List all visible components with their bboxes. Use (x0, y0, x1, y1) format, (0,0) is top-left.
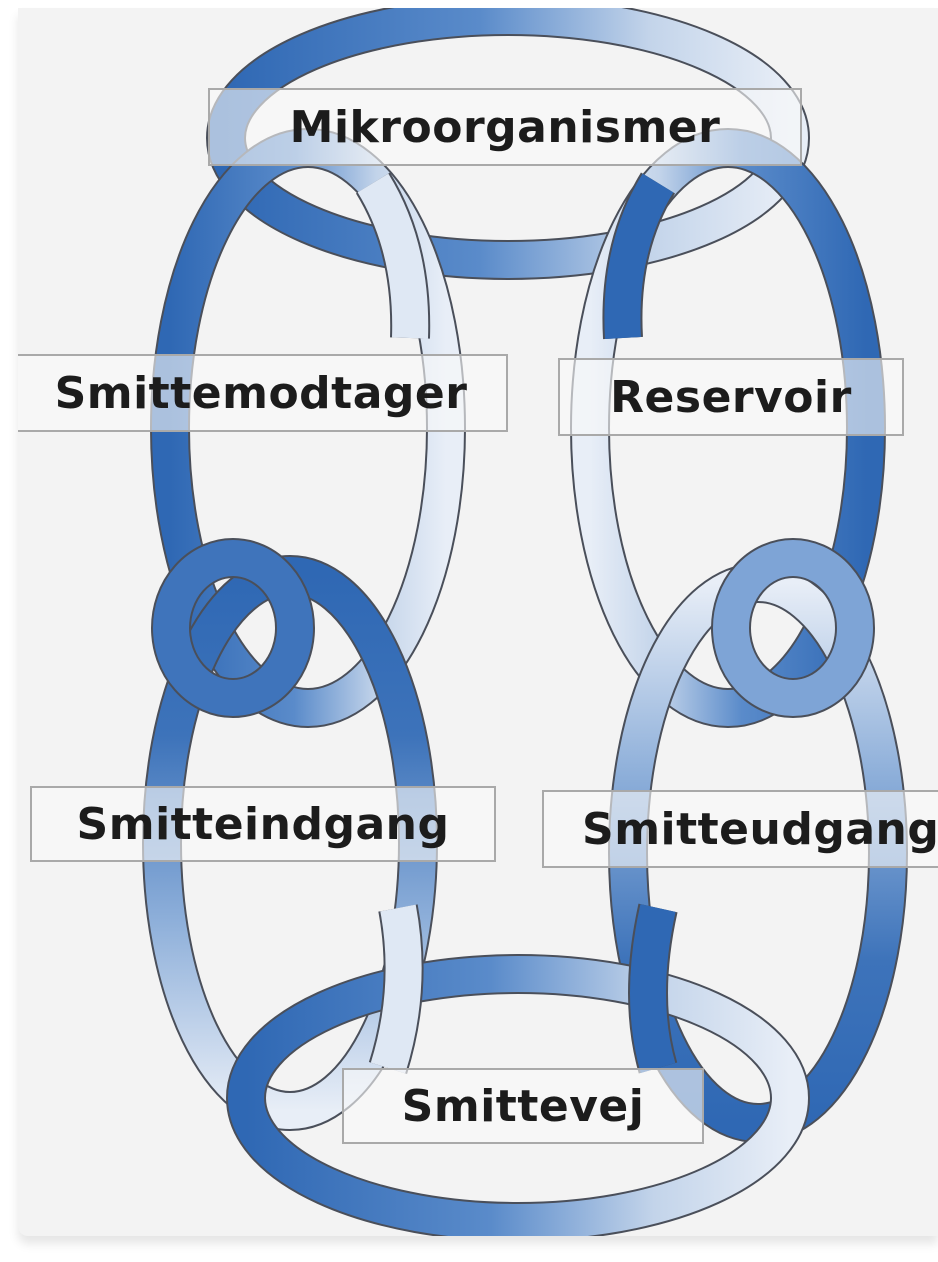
node-smittevej: Smittevej (342, 1068, 704, 1144)
node-smittemodtager: Smittemodtager (18, 354, 508, 432)
node-smitteudgang: Smitteudgang (542, 790, 938, 868)
chain-of-infection-diagram: Mikroorganismer Smittemodtager Reservoir… (18, 8, 938, 1236)
node-smitteindgang: Smitteindgang (30, 786, 496, 862)
node-reservoir: Reservoir (558, 358, 904, 436)
interlock-overlaps (171, 183, 855, 1068)
node-mikroorganismer: Mikroorganismer (208, 88, 802, 166)
chain-links (18, 8, 938, 1236)
